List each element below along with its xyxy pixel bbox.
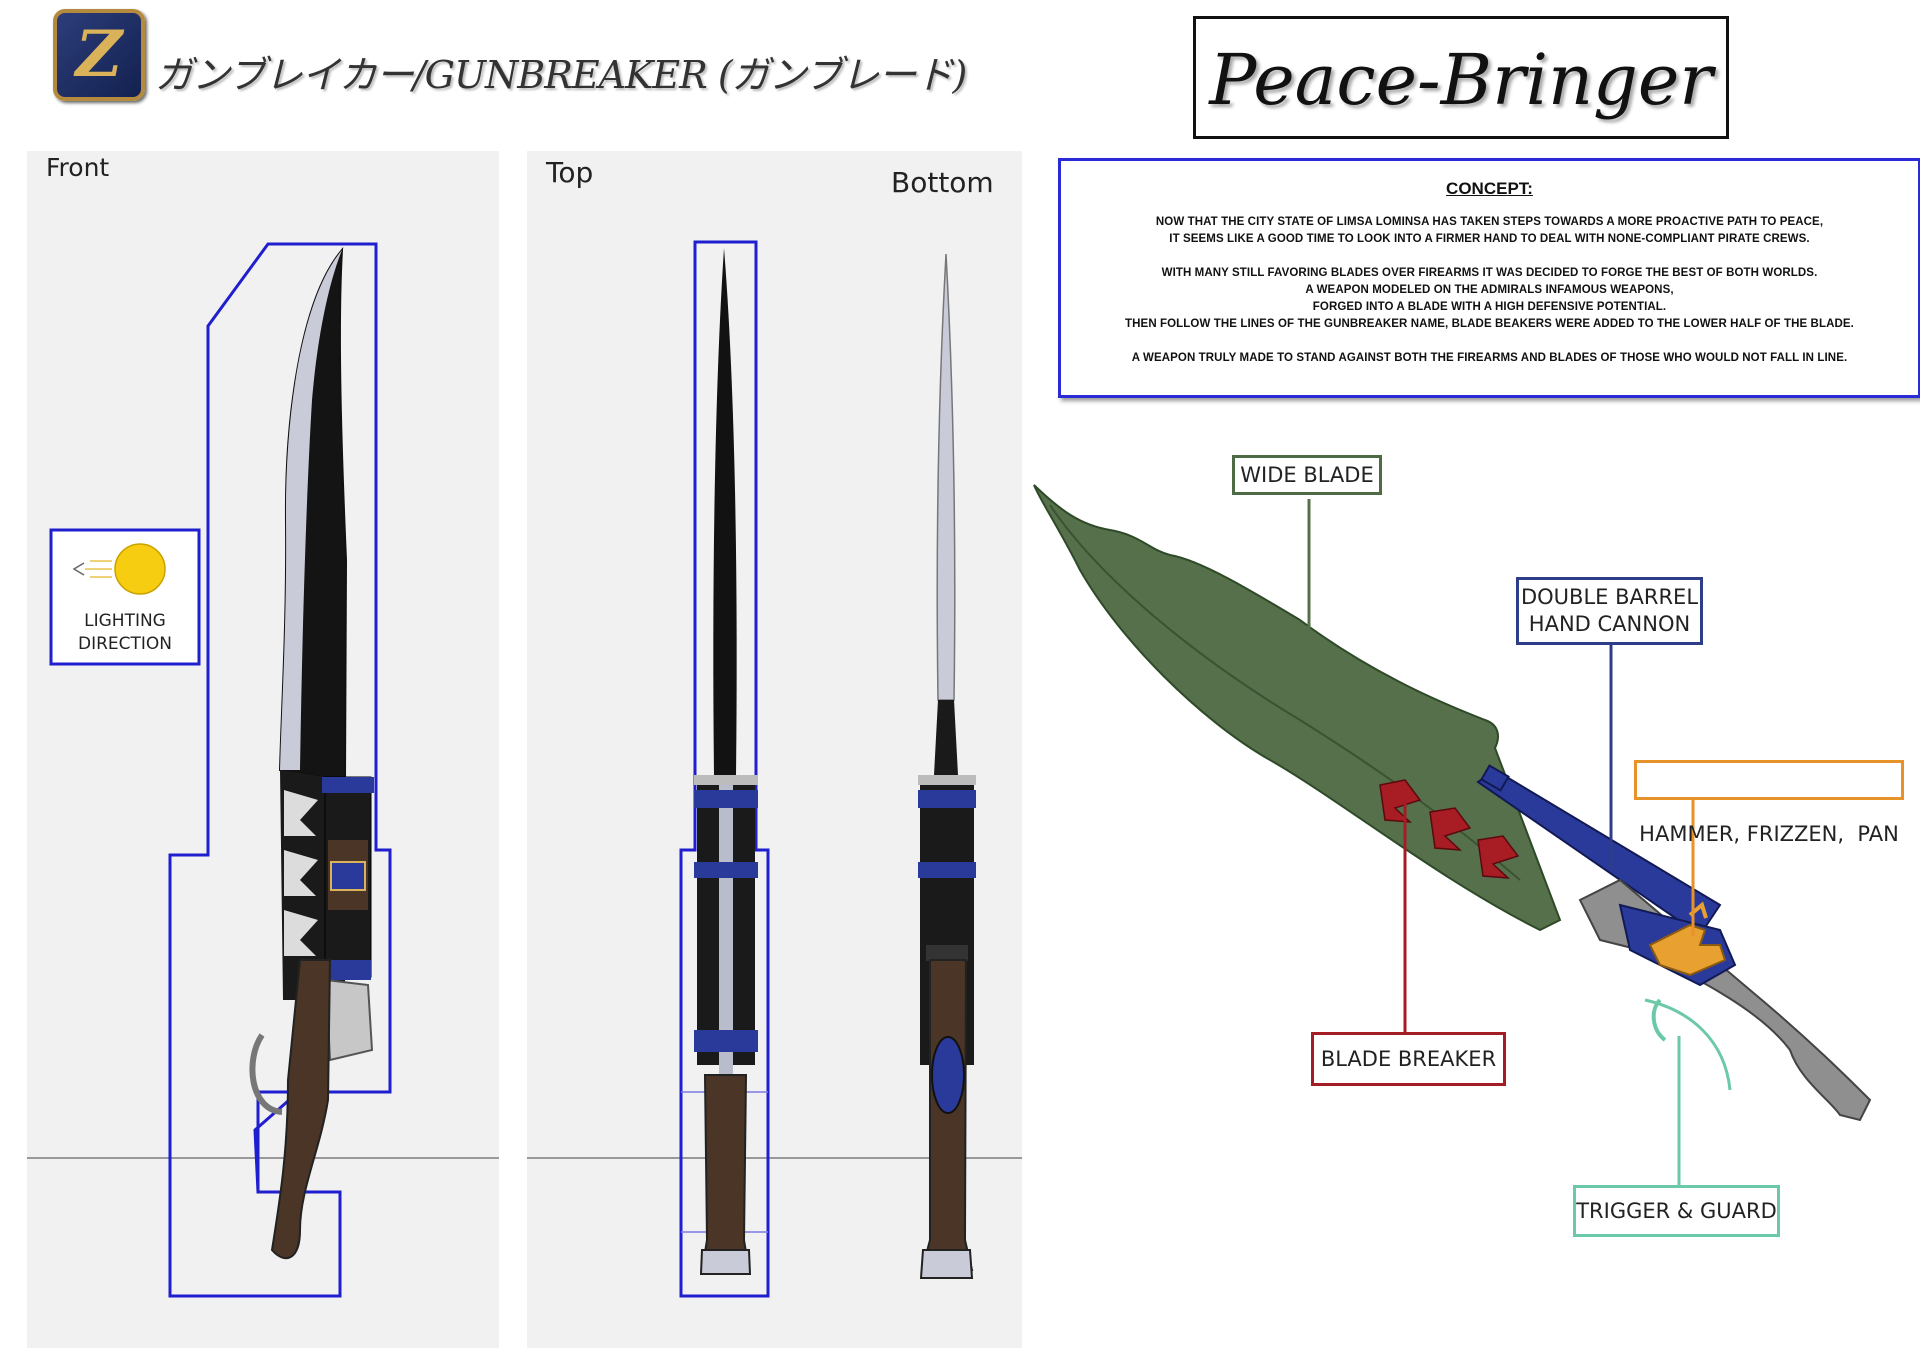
front-view-panel — [27, 151, 499, 1348]
weapon-name-box: Peace-Bringer — [1193, 16, 1729, 139]
front-handle — [270, 959, 332, 1260]
concept-line: A WEAPON MODELED ON THE ADMIRALS INFAMOU… — [1305, 284, 1674, 296]
callout-hammer-text: HAMMER, FRIZZEN, PAN — [1639, 822, 1899, 846]
front-blade-edge — [280, 250, 342, 770]
bottom-view-label: Bottom — [891, 166, 994, 199]
callout-wide-blade-text: WIDE BLADE — [1240, 463, 1374, 487]
top-center-rail — [719, 775, 733, 1075]
concept-line: A WEAPON TRULY MADE TO STAND AGAINST BOT… — [1131, 352, 1848, 364]
sun-icon — [114, 543, 166, 595]
diagram-breaker-3 — [1477, 835, 1520, 879]
top-ring-1 — [694, 775, 758, 785]
concept-line: IT SEEMS LIKE A GOOD TIME TO LOOK INTO A… — [1169, 233, 1810, 245]
lighting-label: LIGHTING DIRECTION — [54, 610, 196, 656]
job-icon-letter: Z — [75, 17, 123, 92]
top-ring-4 — [694, 1030, 758, 1052]
front-breaker-1 — [284, 790, 318, 836]
weapon-name: Peace-Bringer — [1209, 39, 1713, 121]
concept-box: CONCEPT: NOW THAT THE CITY STATE OF LIMS… — [1058, 158, 1920, 398]
front-outline-notch — [253, 1092, 297, 1193]
callout-blade-breaker-text: BLADE BREAKER — [1320, 1047, 1497, 1071]
diagram-barrel-cap — [1480, 764, 1510, 792]
front-barrel-ring-top — [322, 777, 374, 793]
diagram-wide-blade — [1033, 484, 1562, 932]
bottom-ring-1 — [918, 775, 976, 785]
concept-line: FORGED INTO A BLADE WITH A HIGH DEFENSIV… — [1312, 301, 1667, 313]
light-arrow-icon — [72, 562, 85, 576]
diagram-hammer — [1648, 923, 1727, 977]
front-breaker-2 — [284, 850, 318, 896]
top-blade — [713, 248, 737, 775]
top-barrel-right — [733, 775, 755, 1065]
callout-wide-blade: WIDE BLADE — [1232, 455, 1382, 495]
concept-line: NOW THAT THE CITY STATE OF LIMSA LOMINSA… — [1155, 216, 1824, 228]
job-title: ガンブレイカー/GUNBREAKER (ガンブレード) — [155, 53, 967, 97]
labeled-sword — [1033, 484, 1872, 1122]
concept-paragraph-2: WITH MANY STILL FAVORING BLADES OVER FIR… — [1061, 265, 1918, 333]
diagram-guard — [1644, 998, 1732, 1091]
front-sword — [249, 247, 374, 1260]
top-outline — [679, 240, 770, 1298]
front-barrel-ring-bottom — [325, 960, 371, 980]
callout-double-barrel: DOUBLE BARREL HAND CANNON — [1516, 577, 1703, 645]
front-view-label: Front — [46, 153, 110, 182]
top-ring-3 — [694, 862, 758, 878]
concept-paragraph-3: A WEAPON TRULY MADE TO STAND AGAINST BOT… — [1061, 350, 1918, 367]
front-barrel-emblem — [330, 861, 366, 891]
concept-line: THEN FOLLOW THE LINES OF THE GUNBREAKER … — [1125, 318, 1854, 330]
bottom-bracket — [926, 945, 968, 961]
bottom-pommel — [919, 1249, 974, 1279]
top-view-label: Top — [546, 156, 594, 189]
front-lock — [324, 978, 374, 1062]
top-ring-2 — [694, 790, 758, 808]
lighting-label-line2: DIRECTION — [77, 634, 173, 654]
bottom-ring-3 — [918, 862, 976, 878]
callout-trigger: TRIGGER & GUARD — [1573, 1185, 1780, 1237]
bottom-sword — [918, 253, 976, 1279]
callout-blade-breaker: BLADE BREAKER — [1311, 1032, 1506, 1086]
diagram-breaker-2 — [1429, 807, 1472, 851]
concept-heading: CONCEPT: — [1446, 179, 1533, 198]
bottom-spine — [934, 700, 958, 775]
concept-paragraph-1: NOW THAT THE CITY STATE OF LIMSA LOMINSA… — [1061, 214, 1918, 248]
bottom-handle — [920, 959, 974, 1271]
callout-double-barrel-line2: HAND CANNON — [1528, 612, 1691, 636]
top-sword — [694, 248, 758, 1275]
bottom-trigger-guard — [931, 1036, 965, 1114]
concept-line: WITH MANY STILL FAVORING BLADES OVER FIR… — [1161, 267, 1818, 279]
job-icon: Z — [53, 9, 145, 101]
front-breaker-3 — [284, 910, 318, 956]
lighting-label-line1: LIGHTING — [84, 611, 166, 631]
front-trigger-guard — [249, 1033, 283, 1115]
callout-double-barrel-line1: DOUBLE BARREL — [1520, 585, 1699, 609]
callout-trigger-text: TRIGGER & GUARD — [1576, 1199, 1777, 1223]
bottom-blade — [936, 253, 956, 701]
top-handle — [700, 1074, 751, 1271]
diagram-breaker-1 — [1379, 779, 1422, 823]
top-pommel — [699, 1249, 752, 1275]
bottom-ring-2 — [918, 790, 976, 808]
top-barrel-left — [697, 775, 719, 1065]
callout-hammer: HAMMER, FRIZZEN, PAN — [1634, 760, 1904, 846]
